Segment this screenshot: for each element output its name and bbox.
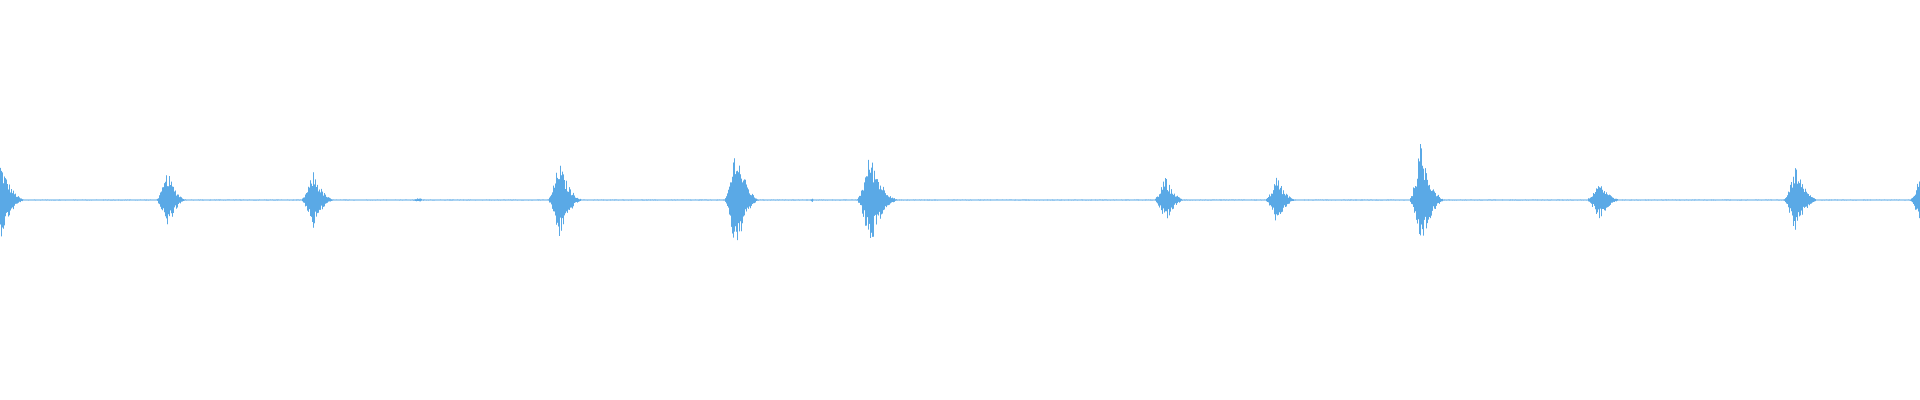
waveform-samples (0, 144, 1920, 241)
